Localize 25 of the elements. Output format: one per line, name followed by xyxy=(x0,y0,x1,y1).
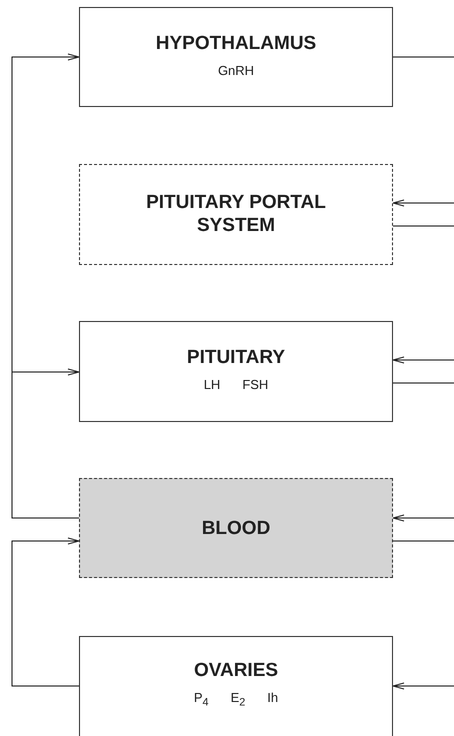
arrow xyxy=(392,514,454,522)
box-title: PITUITARY xyxy=(186,346,286,369)
hormone-label: E$_{2}$ xyxy=(230,690,246,711)
arrow xyxy=(392,200,454,206)
connector-line xyxy=(392,540,454,542)
box-title: OVARIES xyxy=(194,659,278,682)
box-title: BLOOD xyxy=(202,517,270,540)
arrow xyxy=(392,682,454,690)
hormone-label: P$_{4}$ xyxy=(194,690,209,711)
hormone-label: LH xyxy=(204,377,220,392)
connector-line xyxy=(392,56,454,58)
hormone-label: FSH xyxy=(242,377,268,392)
arrow xyxy=(12,368,80,518)
arrow xyxy=(392,356,454,364)
dashed-box xyxy=(79,478,393,578)
connector-line xyxy=(392,382,454,384)
process-box xyxy=(79,7,393,107)
arrow xyxy=(12,538,80,686)
hormone-label: GnRH xyxy=(218,63,254,78)
hormone-label: Ih xyxy=(267,690,278,707)
box-title: PITUITARY PORTAL SYSTEM xyxy=(145,191,327,237)
box-title: HYPOTHALAMUS xyxy=(156,32,316,55)
dashed-box xyxy=(79,164,393,265)
process-box xyxy=(79,321,393,422)
process-box xyxy=(79,636,393,736)
